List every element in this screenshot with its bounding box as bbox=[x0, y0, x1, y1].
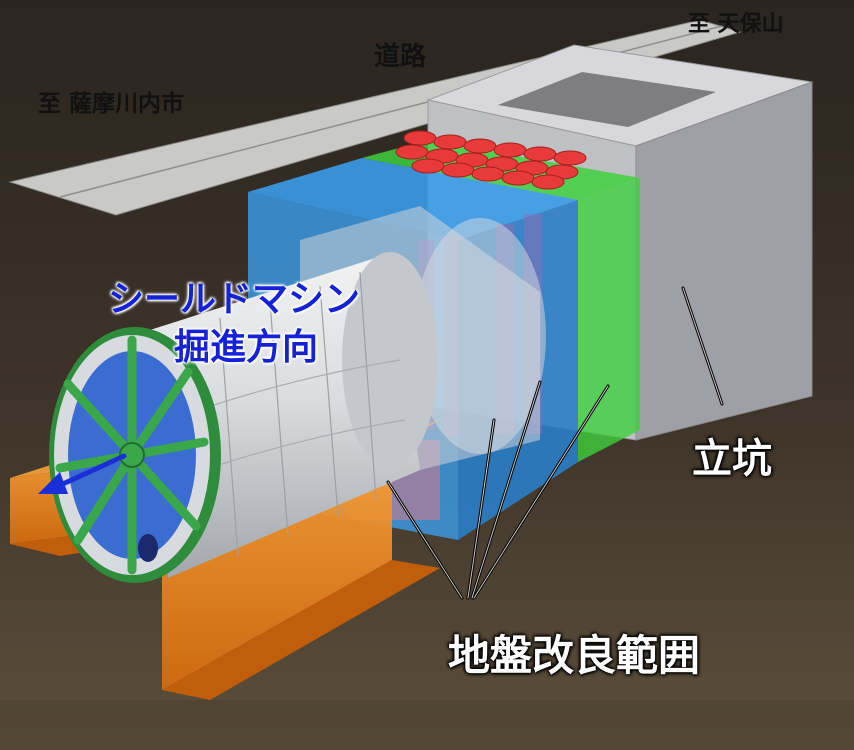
label-ground-improvement: 地盤改良範囲 bbox=[448, 631, 701, 680]
label-shield-direction-line2: 掘進方向 bbox=[174, 327, 319, 368]
label-to-satsumasendai: 至 薩摩川内市 bbox=[38, 91, 185, 117]
cutter-head bbox=[49, 327, 221, 583]
pile-columns bbox=[395, 130, 587, 190]
label-shield-direction-line1: シールドマシン bbox=[108, 279, 361, 320]
label-to-tenpozan: 至 天保山 bbox=[688, 12, 784, 37]
bottom-ground bbox=[0, 700, 854, 750]
leader-lines-highlight bbox=[387, 287, 723, 599]
shield-machine bbox=[150, 206, 546, 578]
label-road: 道路 bbox=[374, 42, 427, 72]
direction-arrow bbox=[38, 453, 127, 494]
label-shaft: 立坑 bbox=[692, 436, 772, 482]
